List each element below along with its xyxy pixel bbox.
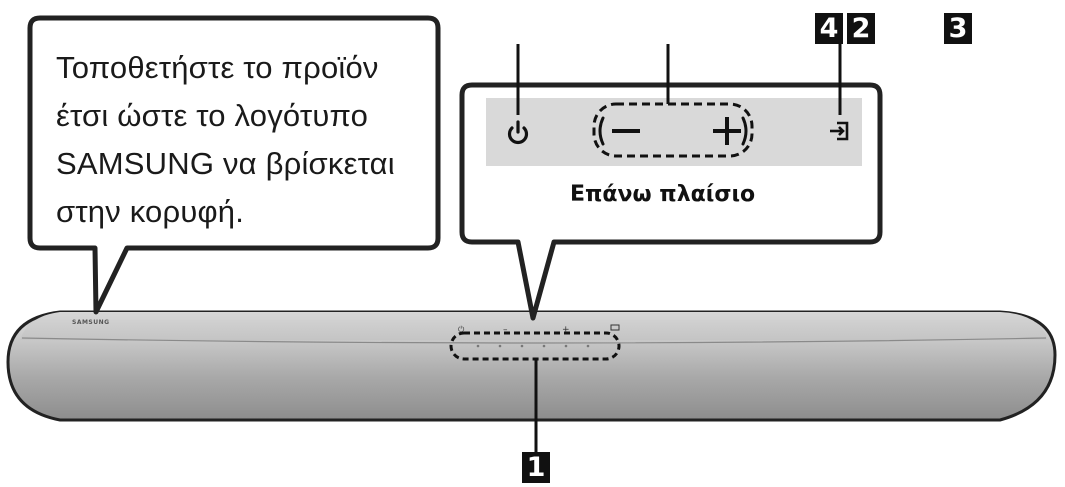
- svg-text:+: +: [562, 325, 570, 335]
- callout-line-4: στην κορυφή.: [56, 194, 245, 229]
- badge-4: 4: [815, 13, 843, 44]
- callout-line-2: έτσι ώστε το λογότυπο: [56, 98, 369, 133]
- svg-text:–: –: [503, 325, 508, 335]
- soundbar: [6, 310, 1057, 422]
- power-icon: [507, 120, 529, 145]
- volume-bracket-right: [741, 116, 748, 146]
- top-panel-label: Επάνω πλαίσιο: [570, 182, 756, 207]
- source-icon: [830, 121, 849, 141]
- callout-text: Τοποθετήστε το προϊόν έτσι ώστε το λογότ…: [56, 44, 431, 236]
- callout-bubble: [27, 15, 441, 315]
- badge-3: 3: [944, 13, 972, 44]
- callout-line-1: Τοποθετήστε το προϊόν: [56, 50, 379, 85]
- top-panel-bubble: [459, 82, 883, 321]
- volume-group-outline: [592, 102, 754, 158]
- volume-bracket-left: [598, 116, 605, 146]
- svg-text:⏻: ⏻: [458, 325, 465, 334]
- badge-1: 1: [522, 452, 550, 483]
- volume-up-icon: [713, 117, 741, 145]
- soundbar-brand-logo: SAMSUNG: [72, 319, 110, 326]
- callout-line-3: SAMSUNG να βρίσκεται: [56, 146, 395, 181]
- badge-2: 2: [847, 13, 875, 44]
